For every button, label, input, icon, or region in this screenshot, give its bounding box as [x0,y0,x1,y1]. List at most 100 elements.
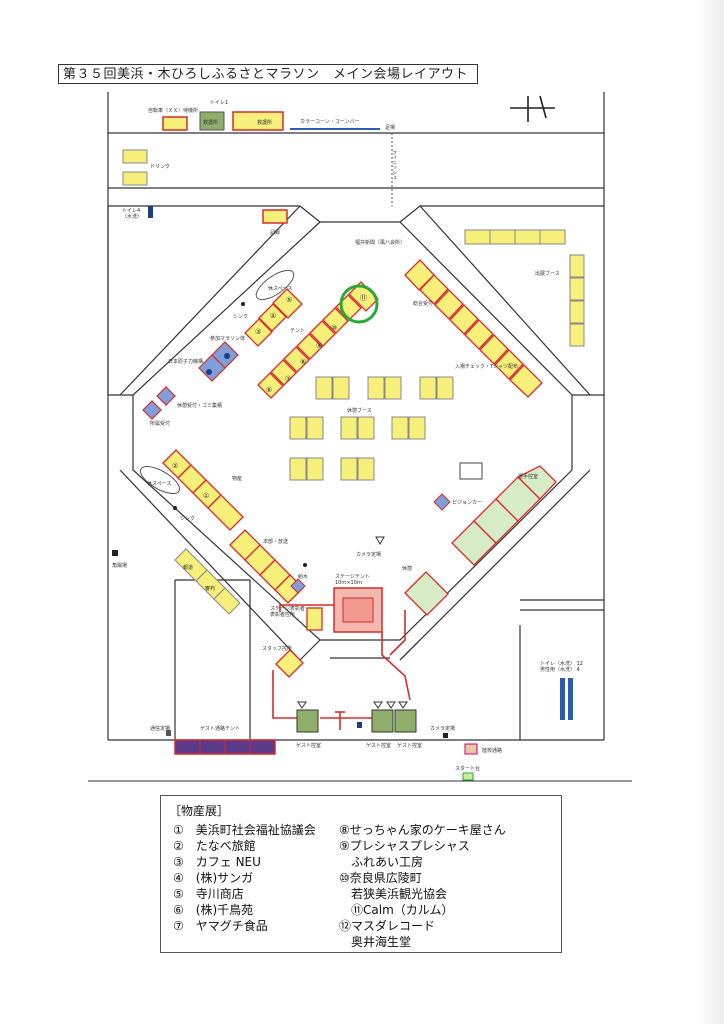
legend-item: ③ カフェ NEU [173,855,261,869]
kakuyo-icon [112,550,118,556]
north-arrow-icon [510,95,555,122]
kids-event-label: 日本原子力機構 [168,358,203,365]
legend-title: ［物産展］ [169,804,230,818]
legend-item: ふれあい工房 [339,855,424,869]
judge-label: 審判 [205,585,215,592]
red-route [272,604,411,730]
sink1-label: シンク [233,314,248,320]
venue-outline [107,92,605,741]
stage-prize-box [306,607,323,631]
legend-item: ① 美浜町社会福祉協議会 [173,823,316,837]
guest1-label: ゲスト控室 [296,742,321,749]
bicycle-parking-box [162,116,188,131]
hq-broadcast-label: 本部・放送 [263,538,288,545]
start-table-label: スタート台 [455,765,480,772]
drink-box-1 [122,149,148,164]
hq-broadcast-row [229,529,304,604]
staff-box [275,649,304,678]
lounge-label: 休憩 [402,565,412,572]
recept-trash-label: 休憩受付・ゴミ集積 [177,402,222,409]
legend-left-column: ① 美浜町社会福祉協議会 ② たなべ旅館 ③ カフェ NEU ④ (株)サンガ … [173,822,316,934]
marker-icon-2 [224,353,230,359]
stage-floor [342,597,374,623]
toilet4-icon [148,206,153,218]
space-ellipse-1 [255,269,295,301]
legend-item: ⑨プレシャスプレシャス [339,839,470,853]
legend-item: ② たなべ旅館 [173,839,256,853]
sink2-label: シンク [180,516,195,522]
legend: ［物産展］ ① 美浜町社会福祉協議会 ② たなべ旅館 ③ カフェ NEU ④ (… [160,795,562,953]
stall-row-upper [257,281,379,399]
blue-booth-hq [290,578,306,594]
start-road-box [464,743,478,755]
tent-label: テント [290,328,305,334]
player-ctrl-booths [451,465,557,566]
legend-item: ⑧せっちゃん家のケーキ屋さん [339,823,506,837]
comm-label: 通信定場 [150,725,170,732]
drink-box-2 [122,171,148,186]
drink-label: ドリンク [150,164,170,170]
legend-item: ⑫マスダレコード [339,919,436,933]
check-label: 入場チェック・Tシャツ配布 [455,363,518,370]
stall-9: ⑨ [316,342,322,350]
comm-icon [166,730,171,736]
guest-tent-label: ゲスト通路テント [200,725,240,732]
guest-marker-icon [357,722,362,728]
exhibit-booth-label: 出展ブース [535,270,560,277]
start-table-box [462,772,474,781]
legend-item: ④ (株)サンガ [173,871,254,885]
blue-booth-right [433,493,451,511]
exhibit-booths-top [464,229,585,347]
camera1-label: カメラ定場 [356,551,381,558]
page-title: 第３５回美浜・木ひろしふるさとマラソン メイン会場レイアウト [58,64,478,84]
staff-label: スタッフ控所 [262,645,292,652]
pigeon-car-icon [459,462,483,480]
sink1-icon [241,302,245,306]
record-label: 記録 [270,229,280,236]
kakuyo-label: 角陽場 [112,562,127,569]
fukui-news-label: 福井新聞（風八会所） [355,239,405,246]
lost-label: 所属受付 [150,420,170,427]
stall-row-lower-left [162,449,244,531]
stall-2: ② [172,462,178,470]
hq-label: 救護所 [257,119,272,126]
guest2-label: ゲスト控室 [366,742,391,749]
space2-label: 休スペース [147,480,171,487]
legend-item: ⑩奈良県広陵町 [339,871,422,885]
start-road-label: 陸校通路 [482,747,502,754]
toilet-bar-1 [560,678,565,720]
legend-item: ⑤ 寺川商店 [173,887,244,901]
water-label: 給水 [298,573,308,580]
seasoning-label: 参加マラソン体 [210,335,245,342]
bicycle-label: 自転車（ＸＸ）待機所 [148,107,198,114]
record-box [262,209,288,224]
player-ctrl-label: 選手控室 [518,473,538,480]
sink2-icon [173,506,177,510]
camera-guest3-icon [386,701,396,709]
stall-3: ③ [255,328,261,336]
stall-row-left [244,288,303,347]
scan-edge-shadow [694,0,724,1024]
first-aid-label: 救護所 [203,119,218,126]
space1-label: 休スペース [268,285,292,292]
legend-item: 奥井海生堂 [339,935,412,949]
camera-guest4-icon [398,701,408,709]
reception-row [404,259,543,398]
hq-box [232,111,284,131]
legend-item: ⑥ (株)千鳥苑 [173,903,254,917]
legend-item: ⑪Calm（カルム） [339,903,454,917]
finish-label: フィニッシュ [391,150,397,180]
guest-rooms [296,709,417,733]
toilet1-label: トイレ1 [210,100,228,106]
pigeon-label: ピジョンカー [452,500,482,506]
legend-right-column: ⑧せっちゃん家のケーキ屋さん ⑨プレシャスプレシャス ふれあい工房 ⑩奈良県広陵… [339,822,506,950]
toilet4-label: トイレ4（水洗） [122,208,142,220]
first-aid-box [199,111,225,131]
camera2-label: カメラ定場 [430,725,455,732]
rest-booth-label: 休憩ブース [347,407,372,414]
legend-item: ⑦ ヤマグチ食品 [173,919,268,933]
camera-guest2-icon [373,701,383,709]
press-label: 報道 [183,564,193,571]
